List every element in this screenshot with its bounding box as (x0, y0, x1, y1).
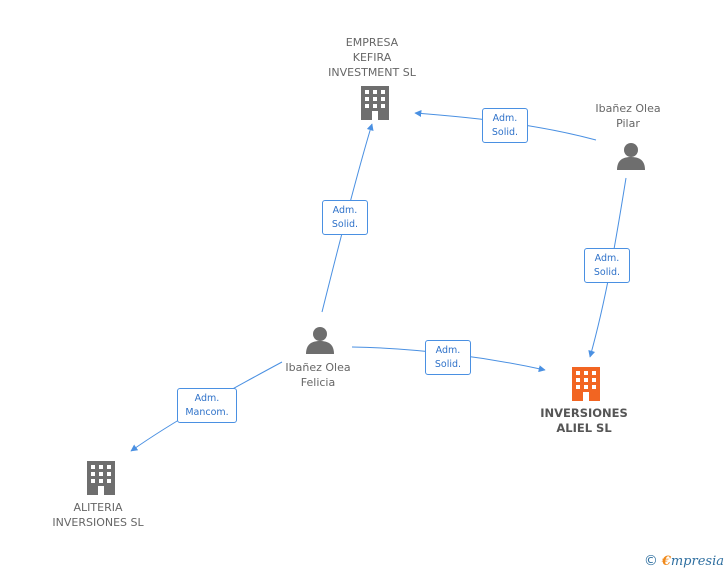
brand-initial: € (661, 553, 671, 569)
node-label-aliel[interactable]: INVERSIONES ALIEL SL (540, 406, 628, 435)
building-icon[interactable] (361, 86, 389, 120)
brand-footer: © €mpresia (644, 551, 724, 571)
node-label-aliteria[interactable]: ALITERIA INVERSIONES SL (52, 501, 144, 529)
person-icon[interactable] (306, 327, 334, 354)
copyright-icon: © (643, 553, 658, 569)
node-label-kefira[interactable]: EMPRESA KEFIRA INVESTMENT SL (328, 36, 416, 79)
brand-name: mpresia (670, 553, 724, 569)
node-label-felicia[interactable]: Ibañez Olea Felicia (285, 361, 351, 389)
node-label-pilar[interactable]: Ibañez Olea Pilar (595, 102, 661, 130)
empresia-logo[interactable]: €mpresia (662, 554, 724, 569)
edge-label-pilar-aliel: Adm. Solid. (584, 248, 630, 283)
edge-label-pilar-kefira: Adm. Solid. (482, 108, 528, 143)
building-icon[interactable] (572, 367, 600, 401)
building-icon[interactable] (87, 461, 115, 495)
edge-label-felicia-aliel: Adm. Solid. (425, 340, 471, 375)
edge-label-felicia-aliteria: Adm. Mancom. (177, 388, 237, 423)
person-icon[interactable] (617, 143, 645, 170)
edge-label-felicia-kefira: Adm. Solid. (322, 200, 368, 235)
